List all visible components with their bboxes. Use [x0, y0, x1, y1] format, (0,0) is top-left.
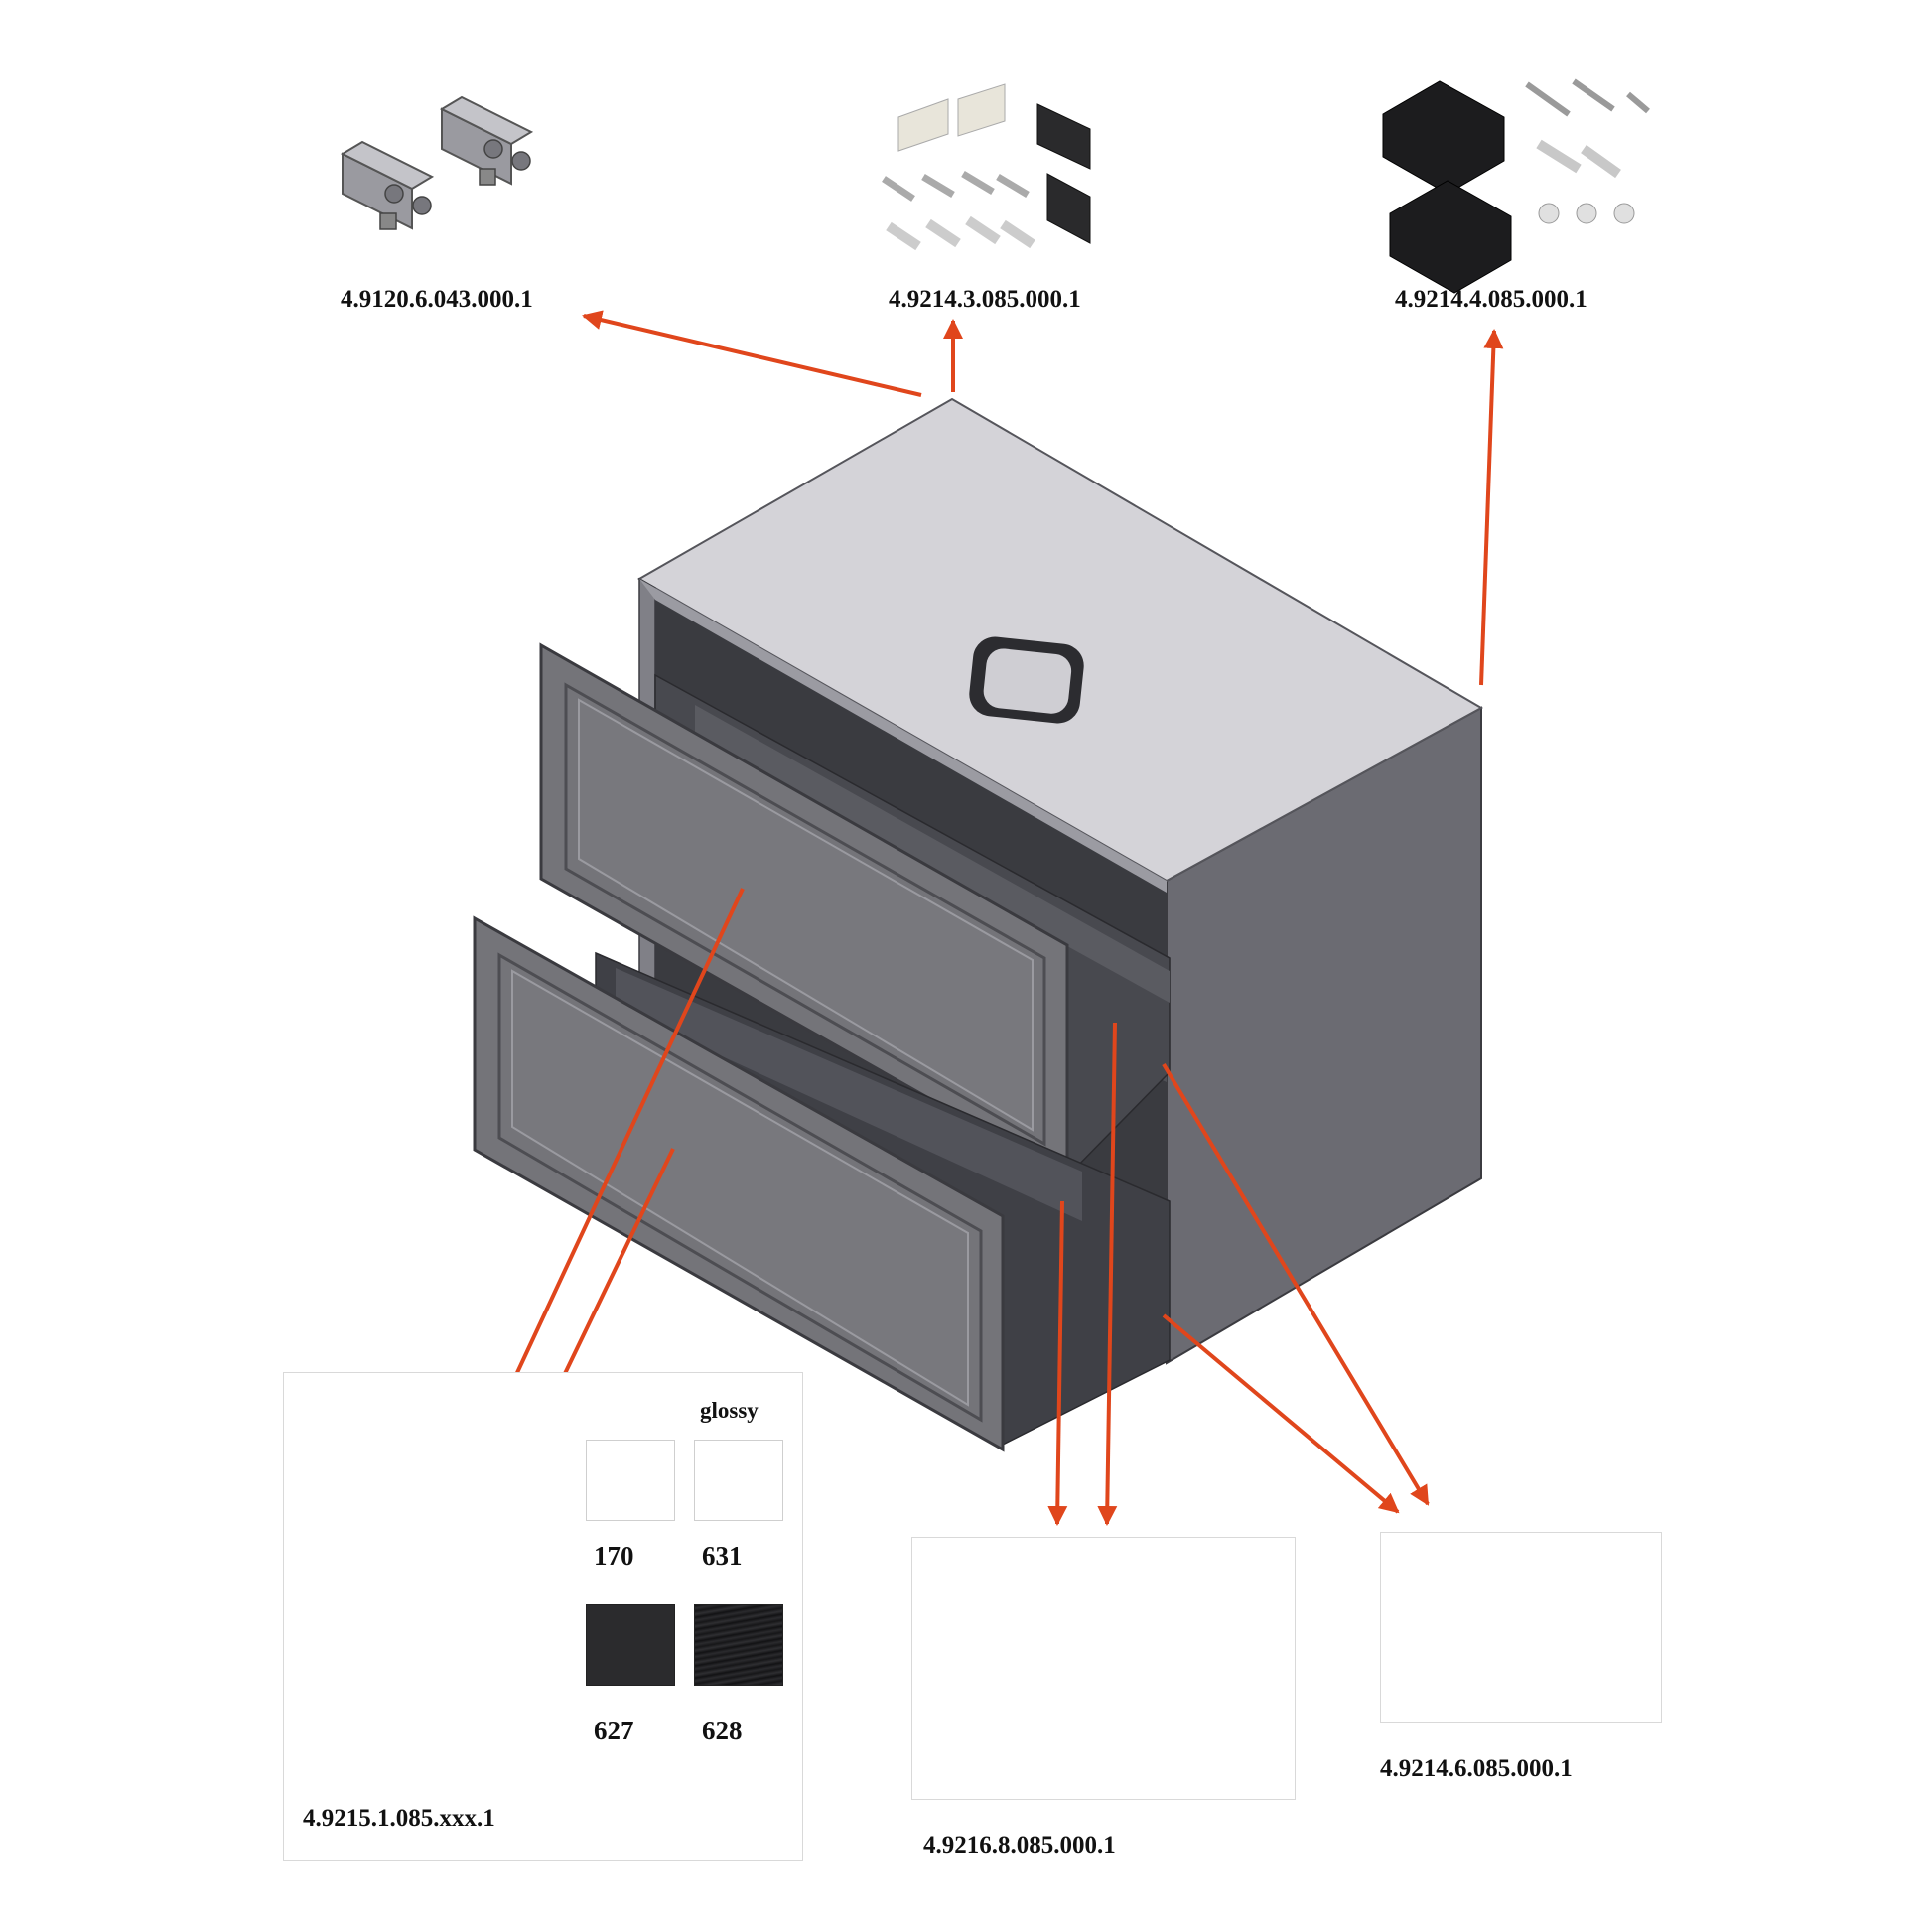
upper-drawer-panel-frame [564, 682, 1046, 1147]
arrow-to-wall-brackets [1479, 329, 1504, 686]
finish-glossy-label: glossy [700, 1398, 759, 1423]
hinge-set-icon [340, 95, 534, 230]
arrow-to-inner-drawer-1 [1047, 1200, 1068, 1526]
hanging-fittings-icon [882, 83, 1091, 251]
drawer-fronts-part-code: 4.9215.1.085.xxx.1 [303, 1805, 495, 1832]
arrow-to-drawer-fronts-1 [473, 888, 745, 1466]
upper-drawer-panel [578, 698, 1034, 1132]
drawer-runner-panel [1380, 1532, 1662, 1723]
finish-code-170: 170 [594, 1541, 634, 1571]
cabinet-top-front-edge [639, 579, 1167, 893]
arrow-to-hinges [582, 310, 922, 397]
upper-drawer-bottom [695, 705, 1170, 1003]
drawer-runners-part-code: 4.9214.6.085.000.1 [1380, 1755, 1573, 1782]
finish-swatch-627 [586, 1604, 675, 1686]
arrow-to-runners-2 [1162, 1313, 1400, 1514]
finish-code-631: 631 [702, 1541, 743, 1571]
finish-code-627: 627 [594, 1716, 634, 1745]
arrow-to-runners-1 [1162, 1062, 1430, 1506]
finish-swatch-170 [586, 1440, 675, 1521]
basin-cutout-icon [969, 636, 1084, 724]
arrow-to-inner-drawer-2 [1097, 1022, 1118, 1526]
hinges-part-code: 4.9120.6.043.000.1 [341, 286, 533, 313]
hanging-fittings-part-code: 4.9214.3.085.000.1 [889, 286, 1081, 313]
finish-swatch-631 [694, 1440, 783, 1521]
lower-drawer-panel-frame [497, 952, 983, 1423]
finish-swatch-628 [694, 1604, 783, 1686]
lower-drawer [473, 915, 1171, 1452]
lower-drawer-panel [511, 969, 969, 1407]
finish-code-628: 628 [702, 1716, 743, 1745]
lower-drawer-bottom [616, 968, 1082, 1221]
wall-bracket-set-icon [1382, 78, 1650, 294]
wall-brackets-part-code: 4.9214.4.085.000.1 [1395, 286, 1587, 313]
upper-drawer [539, 642, 1171, 1179]
inner-drawer-part-code: 4.9216.8.085.000.1 [923, 1832, 1116, 1859]
inner-drawer-panel [911, 1537, 1296, 1800]
